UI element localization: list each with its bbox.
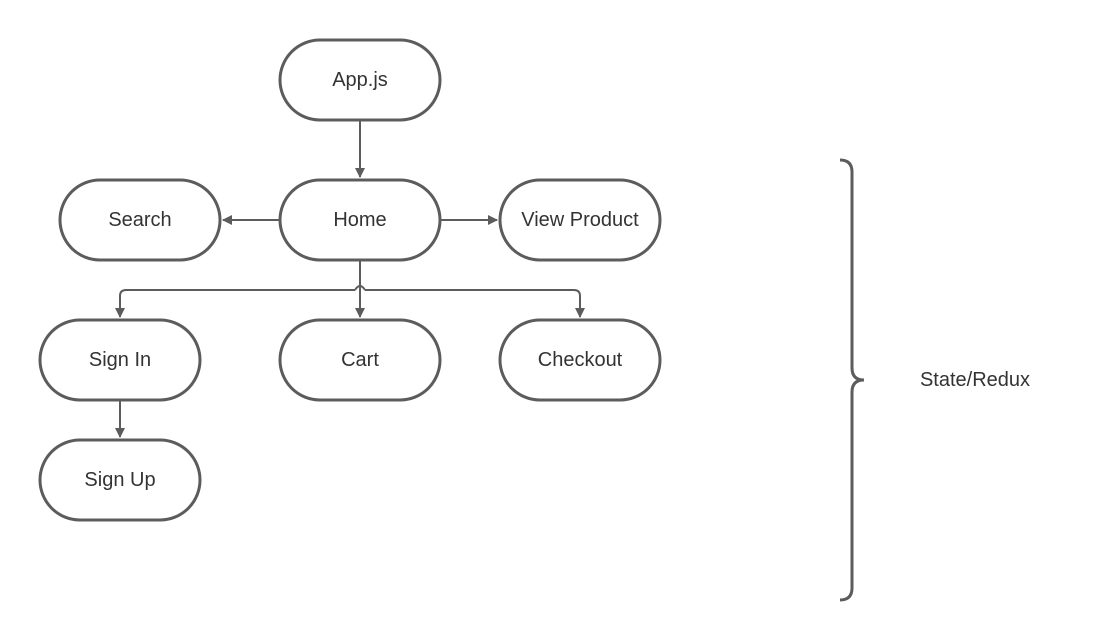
node-label: Search [108, 209, 171, 231]
node-label: Sign In [89, 349, 151, 371]
state-brace [839, 158, 865, 602]
node-label: Home [333, 209, 386, 231]
node-label: Sign Up [84, 469, 155, 491]
edge-home-to-checkout [365, 289, 585, 318]
node-sign-in[interactable]: Sign In [38, 318, 202, 402]
edges [115, 120, 585, 438]
node-label: Cart [341, 349, 379, 371]
node-cart[interactable]: Cart [278, 318, 442, 402]
node-search[interactable]: Search [58, 178, 222, 262]
node-app-js[interactable]: App.js [278, 38, 442, 122]
node-label: Checkout [538, 349, 623, 371]
node-label: App.js [332, 69, 388, 91]
state-redux-label: State/Redux [920, 369, 1030, 391]
node-label: View Product [521, 209, 639, 231]
node-sign-up[interactable]: Sign Up [38, 438, 202, 522]
edge-home-to-sign-in [115, 289, 355, 318]
node-view-product[interactable]: View Product [498, 178, 662, 262]
node-checkout[interactable]: Checkout [498, 318, 662, 402]
node-home[interactable]: Home [278, 178, 442, 262]
